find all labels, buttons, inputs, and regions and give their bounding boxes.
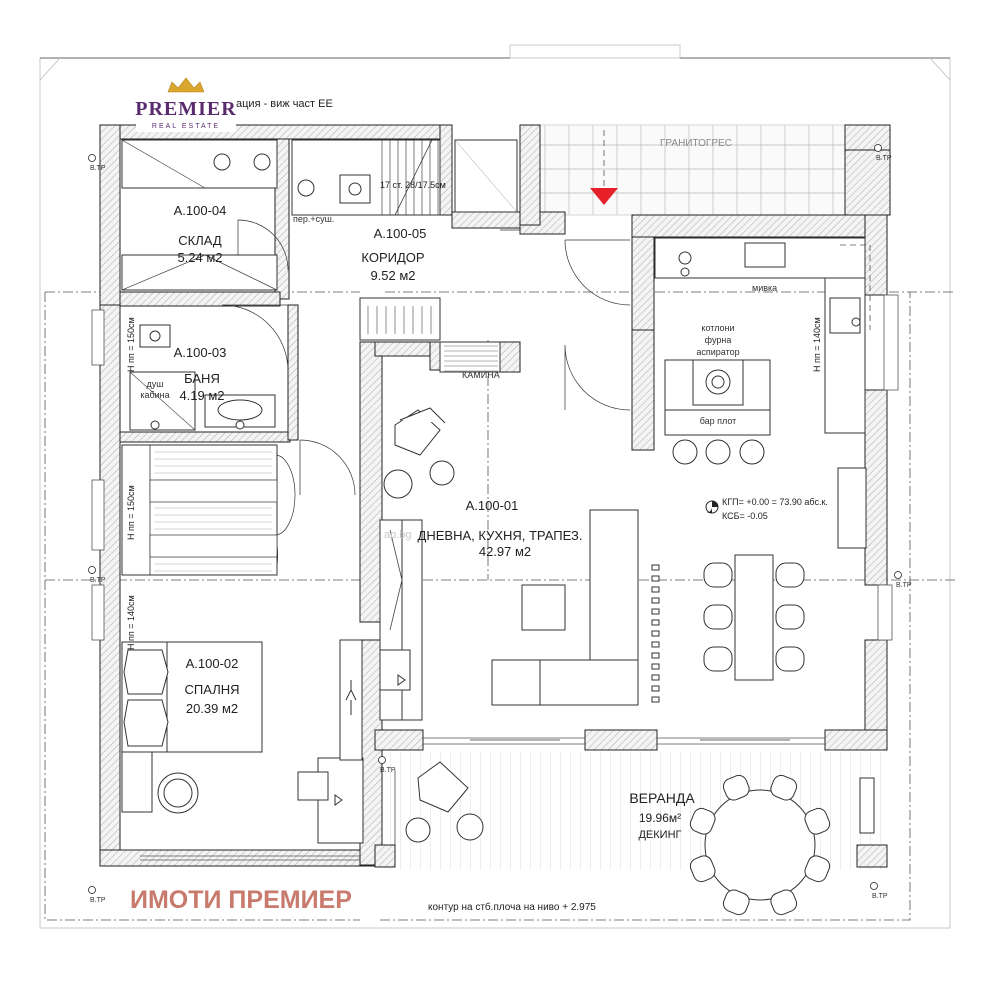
veranda-finish: ДЕКИНГ [638,829,681,841]
kitchen-counters [654,237,871,549]
dining-chair [703,562,733,588]
shower-label-1: душ [147,379,164,389]
walls [91,124,899,868]
vtr-marker [874,144,882,152]
room-name-bath: БАНЯ [184,371,220,386]
veranda-chair [770,774,798,801]
vtr-label: В.ТР [90,165,106,172]
veranda-name: ВЕРАНДА [629,790,695,806]
veranda-furniture [394,761,875,916]
window-label-bedroom: H пп = 140см [126,595,136,650]
bar-label: бар плот [700,416,737,426]
entrance-marker [590,188,618,205]
level-symbol [705,500,719,514]
corridor-wardrobe [359,297,441,341]
storage-furniture [121,139,278,291]
dining-chair [775,646,805,672]
room-area-bedroom: 20.39 м2 [186,701,238,716]
room-name-bedroom: СПАЛНЯ [185,682,240,697]
dining-chair [703,604,733,630]
veranda-chair [722,774,750,801]
shower-label-2: кабина [140,390,169,400]
hob-label: котлони [701,323,734,333]
veranda-chair [804,855,831,883]
veranda-chair [689,807,716,835]
window-label-bath: H пп = 150см [126,317,136,372]
room-code-storage: A.100-04 [174,203,227,218]
room-area-corridor: 9.52 м2 [370,268,415,283]
vtr-label: В.ТР [872,893,888,900]
premier-logo: PREMIER REAL ESTATE [135,77,236,132]
room-code-corridor: A.100-05 [374,226,427,241]
room-area-living: 42.97 м2 [479,544,531,559]
vtr-label: В.ТР [90,577,106,584]
logo-title: PREMIER [135,98,236,120]
vtr-marker [894,571,902,579]
room-name-corridor: КОРИДОР [361,250,424,265]
vtr-label: В.ТР [876,155,892,162]
dining-chair [775,604,805,630]
level-label-2: КСБ= -0.05 [722,511,768,521]
dining-chair [775,562,805,588]
veranda-area: 19.96м² [639,811,681,825]
door-swings [221,219,631,576]
room-name-living: ДНЕВНА, КУХНЯ, ТРАПЕЗ. [418,528,583,543]
watermark: ИМОТИ ПРЕМИЕР [130,886,352,914]
level-label-1: КГП= +0.00 = 73.90 абс.к. [722,497,828,507]
bed [121,639,364,844]
header-note: ация - виж част ЕЕ [236,98,333,110]
room-code-bath: A.100-03 [174,345,227,360]
contour-label: контур на стб.плоча на ниво + 2.975 [428,901,596,913]
window-label-kitchen: H пп = 140см [812,317,822,372]
vtr-marker [88,566,96,574]
room-code-living: A.100-01 [466,498,519,513]
sink-label: мивка [752,283,777,293]
bedroom-wardrobe [121,444,278,576]
window-label-wardrobe: H пп = 150см [126,485,136,540]
vtr-marker [870,882,878,890]
vtr-marker [88,154,96,162]
vtr-label: В.ТР [380,767,396,774]
logo-subtitle: REAL ESTATE [152,123,220,130]
washer-label: пер.+суш. [293,214,334,224]
crown-icon [167,77,205,93]
vtr-label: В.ТР [896,582,912,589]
stairs-label: 17 ст. 28/17.5см [380,180,446,190]
veranda-chair [722,889,750,916]
dining-chair [703,646,733,672]
granite-tiles [519,124,851,216]
room-code-bedroom: A.100-02 [186,656,239,671]
veranda-chair [804,807,831,835]
room-area-storage: 5.24 м2 [177,250,222,265]
hood-label: аспиратор [696,347,739,357]
room-name-storage: СКЛАД [178,233,222,248]
site-label: ap.bg [384,529,412,541]
veranda-chair [689,855,716,883]
granite-label: ГРАНИТОГРЕС [660,138,732,149]
annotations: ация - виж част ЕЕ ГРАНИТОГРЕС 17 ст. 28… [126,98,828,913]
living-furniture [379,341,805,741]
fireplace-label: КАМИНА [462,370,500,380]
vtr-markers: В.ТР В.ТР В.ТР В.ТР В.ТР В.ТР В.ТР [88,144,912,904]
vtr-marker [88,886,96,894]
room-labels: A.100-04 СКЛАД 5.24 м2 A.100-05 КОРИДОР … [174,203,696,841]
veranda-chair [770,889,798,916]
vtr-label: В.ТР [90,897,106,904]
room-area-bath: 4.19 м2 [179,388,224,403]
oven-label: фурна [705,335,732,345]
vtr-marker [378,756,386,764]
bathroom-fixtures [129,324,276,431]
stairs [291,139,518,216]
